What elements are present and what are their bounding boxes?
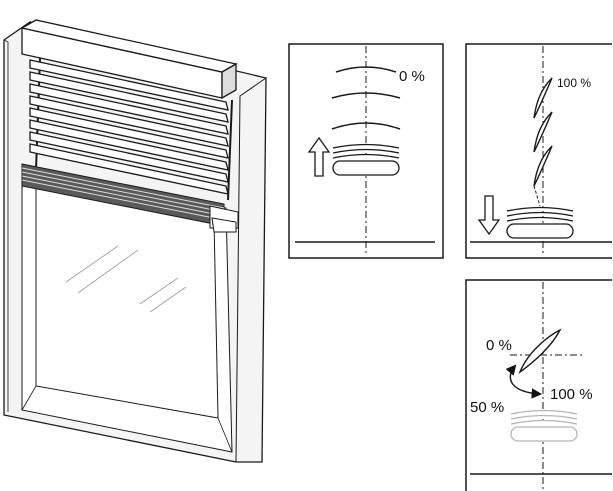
panel-tilt-closed-up: 0 %	[288, 43, 444, 259]
label-range-zero: 0 %	[486, 337, 512, 354]
panel-tilt-range: 0 % 50 % 100 %	[465, 279, 612, 491]
blind-headrail	[20, 19, 238, 100]
label-hundred-percent: 100 %	[557, 76, 591, 90]
panel-tilt-open-down: 100 %	[465, 43, 612, 259]
arrow-down-icon	[477, 195, 501, 236]
slat-stack	[506, 206, 574, 239]
window-glass	[35, 187, 219, 419]
window-with-blind	[3, 19, 267, 463]
blind-slats	[29, 59, 229, 195]
label-zero-percent: 0 %	[399, 68, 425, 85]
blind-bottom-rail	[21, 163, 239, 233]
arrow-up-icon	[307, 136, 331, 177]
rotation-arrow-icon	[505, 364, 543, 399]
label-range-hundred: 100 %	[550, 386, 593, 403]
label-range-fifty: 50 %	[470, 399, 504, 416]
slat-stack	[332, 143, 400, 176]
slat-stack-faded	[510, 409, 578, 442]
glass-reflections	[65, 245, 187, 313]
